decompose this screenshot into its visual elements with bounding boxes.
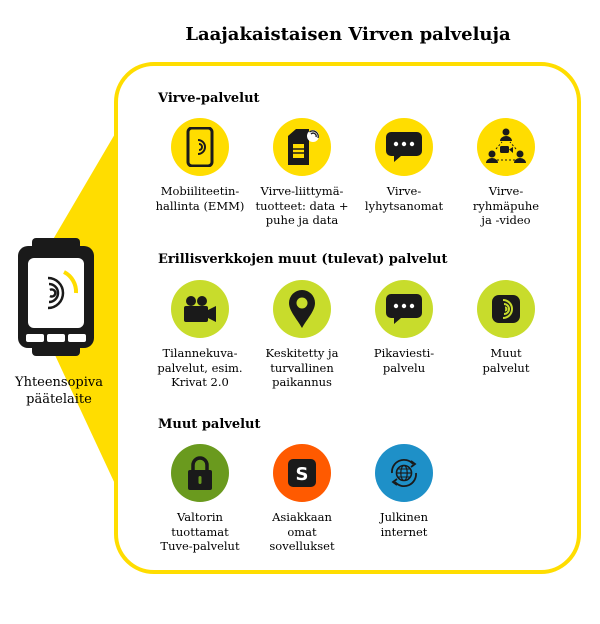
padlock-icon — [171, 444, 229, 502]
sim-card-icon — [273, 118, 331, 176]
services-frame — [114, 62, 581, 574]
group-video-icon — [477, 118, 535, 176]
globe-icon — [375, 444, 433, 502]
service-label: Keskitetty ja turvallinen paikannus — [265, 346, 339, 389]
service-label: Mobiiliteetin- hallinta (EMM) — [155, 184, 245, 213]
service-ryhmapuhe: Virve- ryhmäpuhe ja -video — [454, 118, 558, 228]
phone-icon — [171, 118, 229, 176]
chat-bubble-icon — [375, 280, 433, 338]
page-title: Laajakaistaisen Virven palveluja — [185, 24, 511, 45]
smartwatch-device-icon — [18, 238, 94, 356]
section-title-muut: Muut palvelut — [158, 417, 261, 432]
service-label: Tilannekuva- palvelut, esim. Krivat 2.0 — [157, 346, 243, 389]
service-pikaviesti: Pikaviesti- palvelu — [352, 280, 456, 375]
service-tilannekuva: Tilannekuva- palvelut, esim. Krivat 2.0 — [148, 280, 252, 390]
chat-bubble-icon — [375, 118, 433, 176]
service-lyhytsanomat: Virve- lyhytsanomat — [352, 118, 456, 213]
service-liittyma: Virve-liittymä- tuotteet: data + puhe ja… — [250, 118, 354, 228]
service-label: Virve- ryhmäpuhe ja -video — [472, 184, 540, 227]
service-label: Pikaviesti- palvelu — [373, 346, 435, 375]
service-emm: Mobiiliteetin- hallinta (EMM) — [148, 118, 252, 213]
service-label: Asiakkaan omat sovellukset — [269, 510, 335, 553]
service-label: Virve-liittymä- tuotteet: data + puhe ja… — [255, 184, 349, 227]
section-title-erillisverkot: Erillisverkkojen muut (tulevat) palvelut — [158, 252, 448, 267]
service-label: Julkinen internet — [380, 510, 428, 539]
service-label: Virve- lyhytsanomat — [364, 184, 444, 213]
app-s-icon: S — [273, 444, 331, 502]
service-label: Valtorin tuottamat Tuve-palvelut — [160, 510, 240, 553]
service-sovellukset: S Asiakkaan omat sovellukset — [250, 444, 354, 554]
service-muut: Muut palvelut — [454, 280, 558, 375]
location-pin-icon — [273, 280, 331, 338]
svg-text:S: S — [296, 464, 309, 485]
service-paikannus: Keskitetty ja turvallinen paikannus — [250, 280, 354, 390]
section-title-virve: Virve-palvelut — [158, 91, 260, 106]
virve-logo-icon — [477, 280, 535, 338]
device-label: Yhteensopiva päätelaite — [14, 375, 103, 407]
video-camera-icon — [171, 280, 229, 338]
service-internet: Julkinen internet — [352, 444, 456, 539]
service-label: Muut palvelut — [482, 346, 530, 375]
service-tuve: Valtorin tuottamat Tuve-palvelut — [148, 444, 252, 554]
